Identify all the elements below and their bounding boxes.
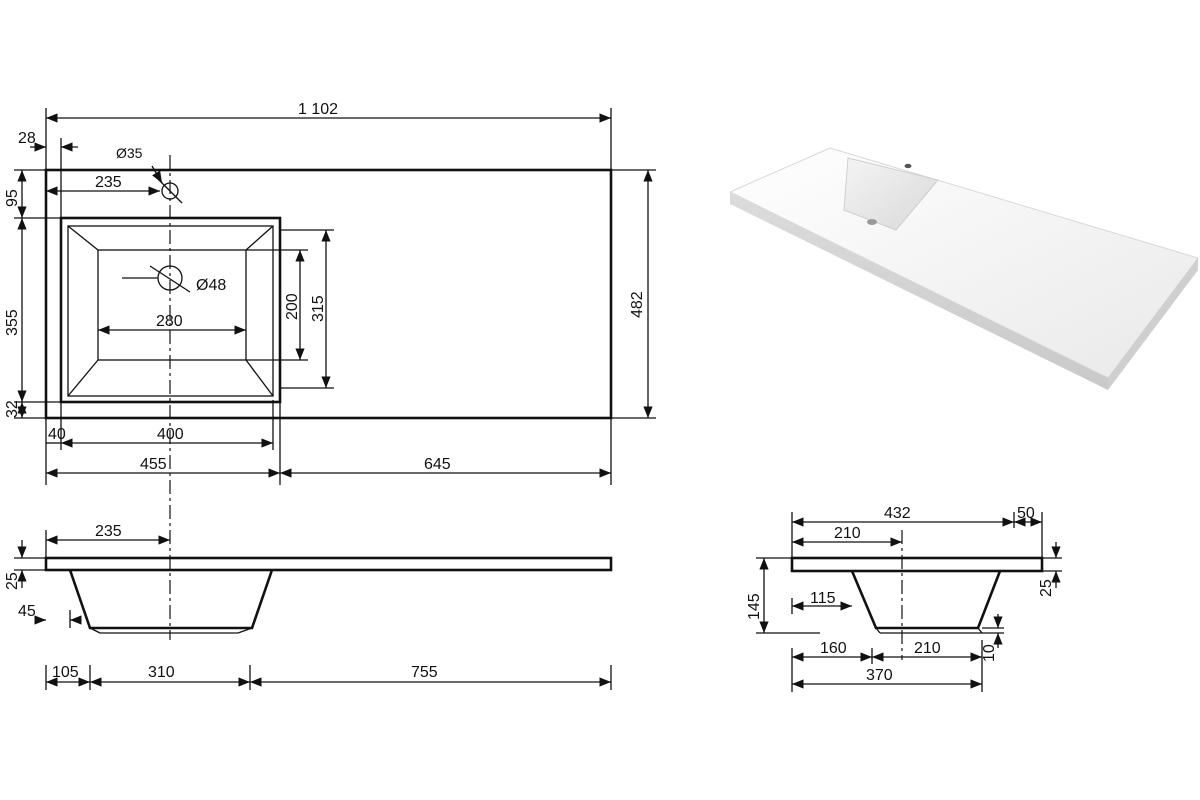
dim-bowl-outer-depth: 315 xyxy=(310,295,327,322)
dim-left-margin: 40 xyxy=(48,426,66,443)
sink-side-edge xyxy=(1108,258,1198,390)
dim-side-slab-thickness: 25 xyxy=(1038,579,1055,597)
sink-bowl xyxy=(843,157,939,231)
dim-bowl-depth: 355 xyxy=(4,309,21,336)
dim-side-inner-offset: 115 xyxy=(810,590,836,607)
dim-side-back-margin: 50 xyxy=(1017,505,1035,522)
bowl-bottom xyxy=(97,249,247,361)
render-drain xyxy=(867,219,877,225)
dim-front-slab-thickness: 25 xyxy=(4,572,21,590)
dim-counter-section: 645 xyxy=(424,456,451,473)
dim-tap-offset: 235 xyxy=(95,174,122,191)
top-view: Ø35 Ø48 1 102 28 235 95 355 32 280 xyxy=(4,101,656,640)
dim-edge-offset: 28 xyxy=(18,130,36,147)
dim-bowl-inner-width: 280 xyxy=(156,313,183,330)
dim-bowl-width: 400 xyxy=(157,426,184,443)
dim-side-bottom-width: 210 xyxy=(914,640,941,657)
dim-total-width: 1 102 xyxy=(298,101,338,118)
sink-front-edge xyxy=(730,192,1108,390)
side-view: 432 50 210 145 25 115 10 160 210 xyxy=(746,505,1062,692)
dim-front-margin: 32 xyxy=(4,400,21,418)
dim-side-bottom-total: 370 xyxy=(866,667,893,684)
countertop-outline xyxy=(44,168,613,420)
drain-label: Ø48 xyxy=(196,277,226,294)
side-slab xyxy=(790,556,1044,573)
dim-front-side-offset: 45 xyxy=(18,603,36,620)
dim-side-center-offset: 210 xyxy=(834,525,861,542)
front-bowl xyxy=(68,569,274,630)
sink-top-surface xyxy=(728,147,1199,379)
front-slab xyxy=(44,556,613,572)
dim-bowl-inner-depth: 200 xyxy=(284,293,301,320)
tap-hole xyxy=(161,182,179,200)
dim-front-left-part: 105 xyxy=(52,664,79,681)
dim-side-depth: 432 xyxy=(884,505,911,522)
dim-front-right-part: 755 xyxy=(411,664,438,681)
dim-front-center-offset: 235 xyxy=(95,523,122,540)
front-view: 235 25 45 105 310 755 xyxy=(4,523,613,690)
dim-top-margin: 95 xyxy=(4,189,21,207)
dim-side-total-height: 145 xyxy=(746,593,763,620)
dim-bowl-section: 455 xyxy=(140,456,167,473)
dim-side-bottom-thickness: 10 xyxy=(981,644,998,662)
tap-hole-label: Ø35 xyxy=(116,145,143,161)
render-tap-hole xyxy=(904,163,912,169)
side-bowl xyxy=(850,570,1002,630)
dim-front-bowl-part: 310 xyxy=(148,664,175,681)
product-render xyxy=(728,147,1199,390)
dim-total-depth: 482 xyxy=(629,291,646,318)
dim-side-front-part: 160 xyxy=(820,640,847,657)
